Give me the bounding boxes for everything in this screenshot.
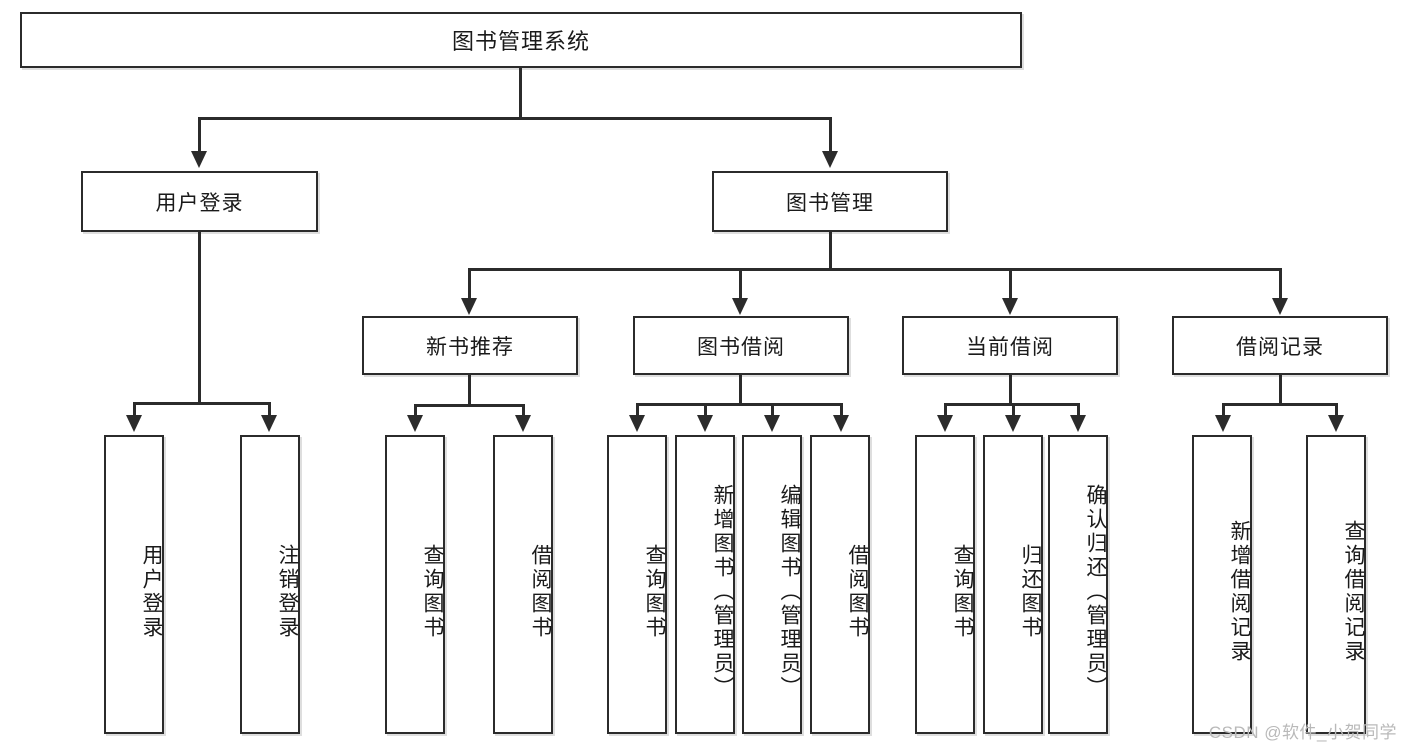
node-label: 查询图书 [951,543,974,640]
arrowhead-borrow-leaf2 [697,415,713,432]
edge-userlogin-to-leaf1 [133,402,136,417]
edge-borrow-to-leaf2 [704,403,707,417]
edge-bookmgmt-to-borrow [739,268,742,300]
leaf-logout[interactable]: 注销登录 [240,435,300,734]
node-book-management[interactable]: 图书管理 [712,171,948,232]
node-borrow-record[interactable]: 借阅记录 [1172,316,1388,375]
arrowhead-root-to-userlogin [191,151,207,168]
arrowhead-newbook-leaf2 [515,415,531,432]
leaf-current-confirm-return-admin[interactable]: 确认归还（管理员） [1048,435,1108,734]
arrowhead-borrow-leaf4 [833,415,849,432]
arrowhead-record-leaf1 [1215,415,1231,432]
edge-borrow-bus [636,403,842,406]
leaf-newbook-query-book[interactable]: 查询图书 [385,435,445,734]
node-label: 图书借阅 [697,335,785,359]
arrowhead-root-to-bookmgmt [822,151,838,168]
node-label: 图书管理系统 [451,29,590,54]
watermark: CSDN @软件_小贺同学 [1208,723,1397,742]
edge-current-to-leaf3 [1077,403,1080,417]
edge-current-bus [944,403,1078,406]
edge-root-to-bookmgmt [829,117,832,153]
node-label: 借阅图书 [529,543,552,640]
node-label: 图书管理 [786,191,874,215]
edge-newbook-stem [468,375,471,406]
edge-bookmgmt-to-current [1009,268,1012,300]
edge-current-to-leaf1 [944,403,947,417]
node-label: 编辑图书（管理员） [778,483,801,700]
leaf-borrow-borrow-book[interactable]: 借阅图书 [810,435,870,734]
arrowhead-current-leaf2 [1005,415,1021,432]
arrowhead-bookmgmt-current [1002,298,1018,315]
leaf-record-query-record[interactable]: 查询借阅记录 [1306,435,1366,734]
arrowhead-userlogin-leaf1 [126,415,142,432]
edge-record-bus [1222,403,1337,406]
arrowhead-current-leaf3 [1070,415,1086,432]
edge-userlogin-to-leaf2 [268,402,271,417]
leaf-current-query-book[interactable]: 查询图书 [915,435,975,734]
edge-userlogin-stem [198,232,201,404]
leaf-record-add-record[interactable]: 新增借阅记录 [1192,435,1252,734]
node-label: 确认归还（管理员） [1084,483,1107,700]
node-user-login[interactable]: 用户登录 [81,171,318,232]
arrowhead-borrow-leaf3 [764,415,780,432]
edge-record-to-leaf1 [1222,403,1225,417]
leaf-current-return-book[interactable]: 归还图书 [983,435,1043,734]
node-label: 新增图书（管理员） [711,483,734,700]
edge-root-bus [198,117,832,120]
node-label: 用户登录 [140,543,163,640]
edge-borrow-to-leaf1 [636,403,639,417]
node-current-borrow[interactable]: 当前借阅 [902,316,1118,375]
edge-current-stem [1009,375,1012,405]
edge-record-stem [1279,375,1282,405]
node-label: 查询图书 [643,543,666,640]
leaf-user-login[interactable]: 用户登录 [104,435,164,734]
node-label: 用户登录 [155,191,244,215]
node-label: 当前借阅 [966,335,1054,359]
edge-borrow-to-leaf4 [840,403,843,417]
node-label: 新增借阅记录 [1228,519,1251,664]
edge-borrow-stem [739,375,742,405]
arrowhead-newbook-leaf1 [407,415,423,432]
edge-newbook-to-leaf1 [414,404,417,417]
arrowhead-borrow-leaf1 [629,415,645,432]
edge-newbook-to-leaf2 [522,404,525,417]
arrowhead-userlogin-leaf2 [261,415,277,432]
edge-userlogin-bus [133,402,270,405]
arrowhead-bookmgmt-newbook [461,298,477,315]
leaf-newbook-borrow-book[interactable]: 借阅图书 [493,435,553,734]
node-label: 借阅记录 [1236,335,1324,359]
node-label: 查询借阅记录 [1342,519,1365,664]
edge-newbook-bus [414,404,524,407]
node-new-book-recommend[interactable]: 新书推荐 [362,316,578,375]
edge-borrow-to-leaf3 [771,403,774,417]
edge-bookmgmt-bus [468,268,1282,271]
edge-bookmgmt-stem [829,232,832,270]
leaf-borrow-add-book-admin[interactable]: 新增图书（管理员） [675,435,735,734]
arrowhead-current-leaf1 [937,415,953,432]
node-label: 借阅图书 [846,543,869,640]
node-label: 归还图书 [1019,543,1042,640]
edge-bookmgmt-to-record [1279,268,1282,300]
node-root-system[interactable]: 图书管理系统 [20,12,1022,68]
edge-root-stem [519,68,522,119]
edge-bookmgmt-to-newbook [468,268,471,300]
edge-record-to-leaf2 [1335,403,1338,417]
node-label: 查询图书 [421,543,444,640]
arrowhead-bookmgmt-record [1272,298,1288,315]
node-label: 注销登录 [276,543,299,640]
leaf-borrow-query-book[interactable]: 查询图书 [607,435,667,734]
edge-current-to-leaf2 [1012,403,1015,417]
edge-root-to-userlogin [198,117,201,153]
node-book-borrow[interactable]: 图书借阅 [633,316,849,375]
arrowhead-bookmgmt-borrow [732,298,748,315]
leaf-borrow-edit-book-admin[interactable]: 编辑图书（管理员） [742,435,802,734]
node-label: 新书推荐 [426,335,514,359]
arrowhead-record-leaf2 [1328,415,1344,432]
